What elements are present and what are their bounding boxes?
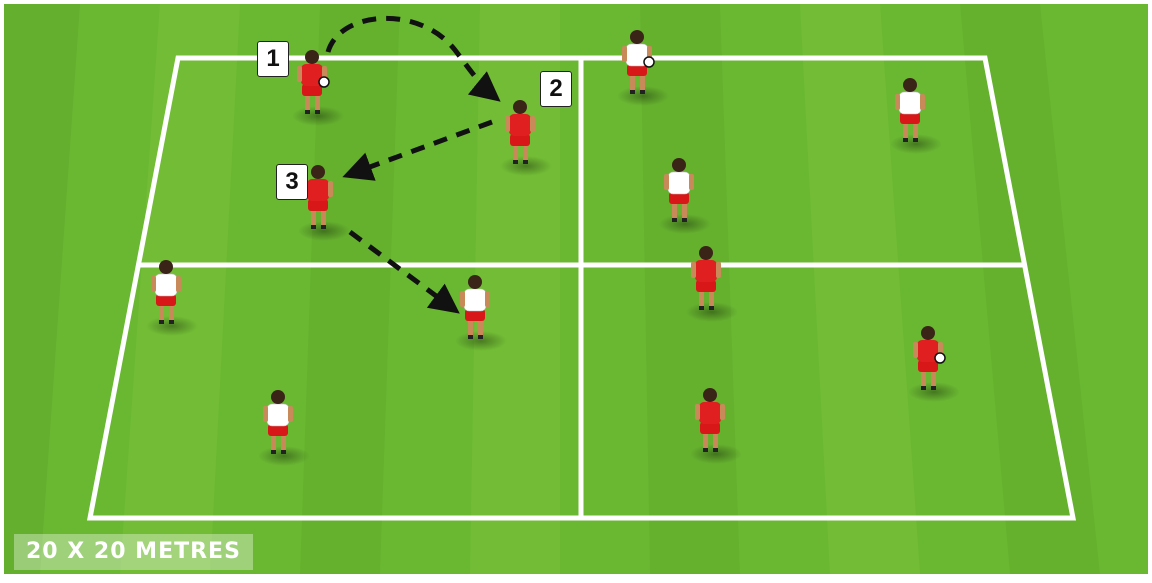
football-icon <box>318 76 330 88</box>
red-player-12 <box>690 388 742 464</box>
white-player-8 <box>455 275 507 351</box>
white-player-6 <box>659 158 711 234</box>
sequence-label-2: 2 <box>540 71 572 107</box>
pitch-lines <box>86 55 1077 521</box>
red-player-10 <box>686 246 738 322</box>
red-player-11 <box>908 326 960 402</box>
pitch-size-label: 20 X 20 METRES <box>14 534 253 570</box>
grass-background <box>4 4 1148 574</box>
white-player-9 <box>258 390 310 466</box>
football-icon <box>934 352 946 364</box>
sequence-label-1: 1 <box>257 41 289 77</box>
white-player-4 <box>617 30 669 106</box>
pass-arrow-2-to-3 <box>342 119 493 181</box>
pass-arrows <box>325 15 501 314</box>
white-player-7 <box>146 260 198 336</box>
white-player-5 <box>890 78 942 154</box>
sequence-label-3: 3 <box>276 164 308 200</box>
players <box>146 30 960 466</box>
pass-arrow-3-to-player <box>348 229 460 314</box>
pass-arrow-1-to-2 <box>325 15 501 102</box>
red-player-3 <box>298 165 350 241</box>
red-player-1 <box>292 50 344 126</box>
football-icon <box>643 56 655 68</box>
outer-boundary <box>86 55 1077 521</box>
red-player-2 <box>500 100 552 176</box>
